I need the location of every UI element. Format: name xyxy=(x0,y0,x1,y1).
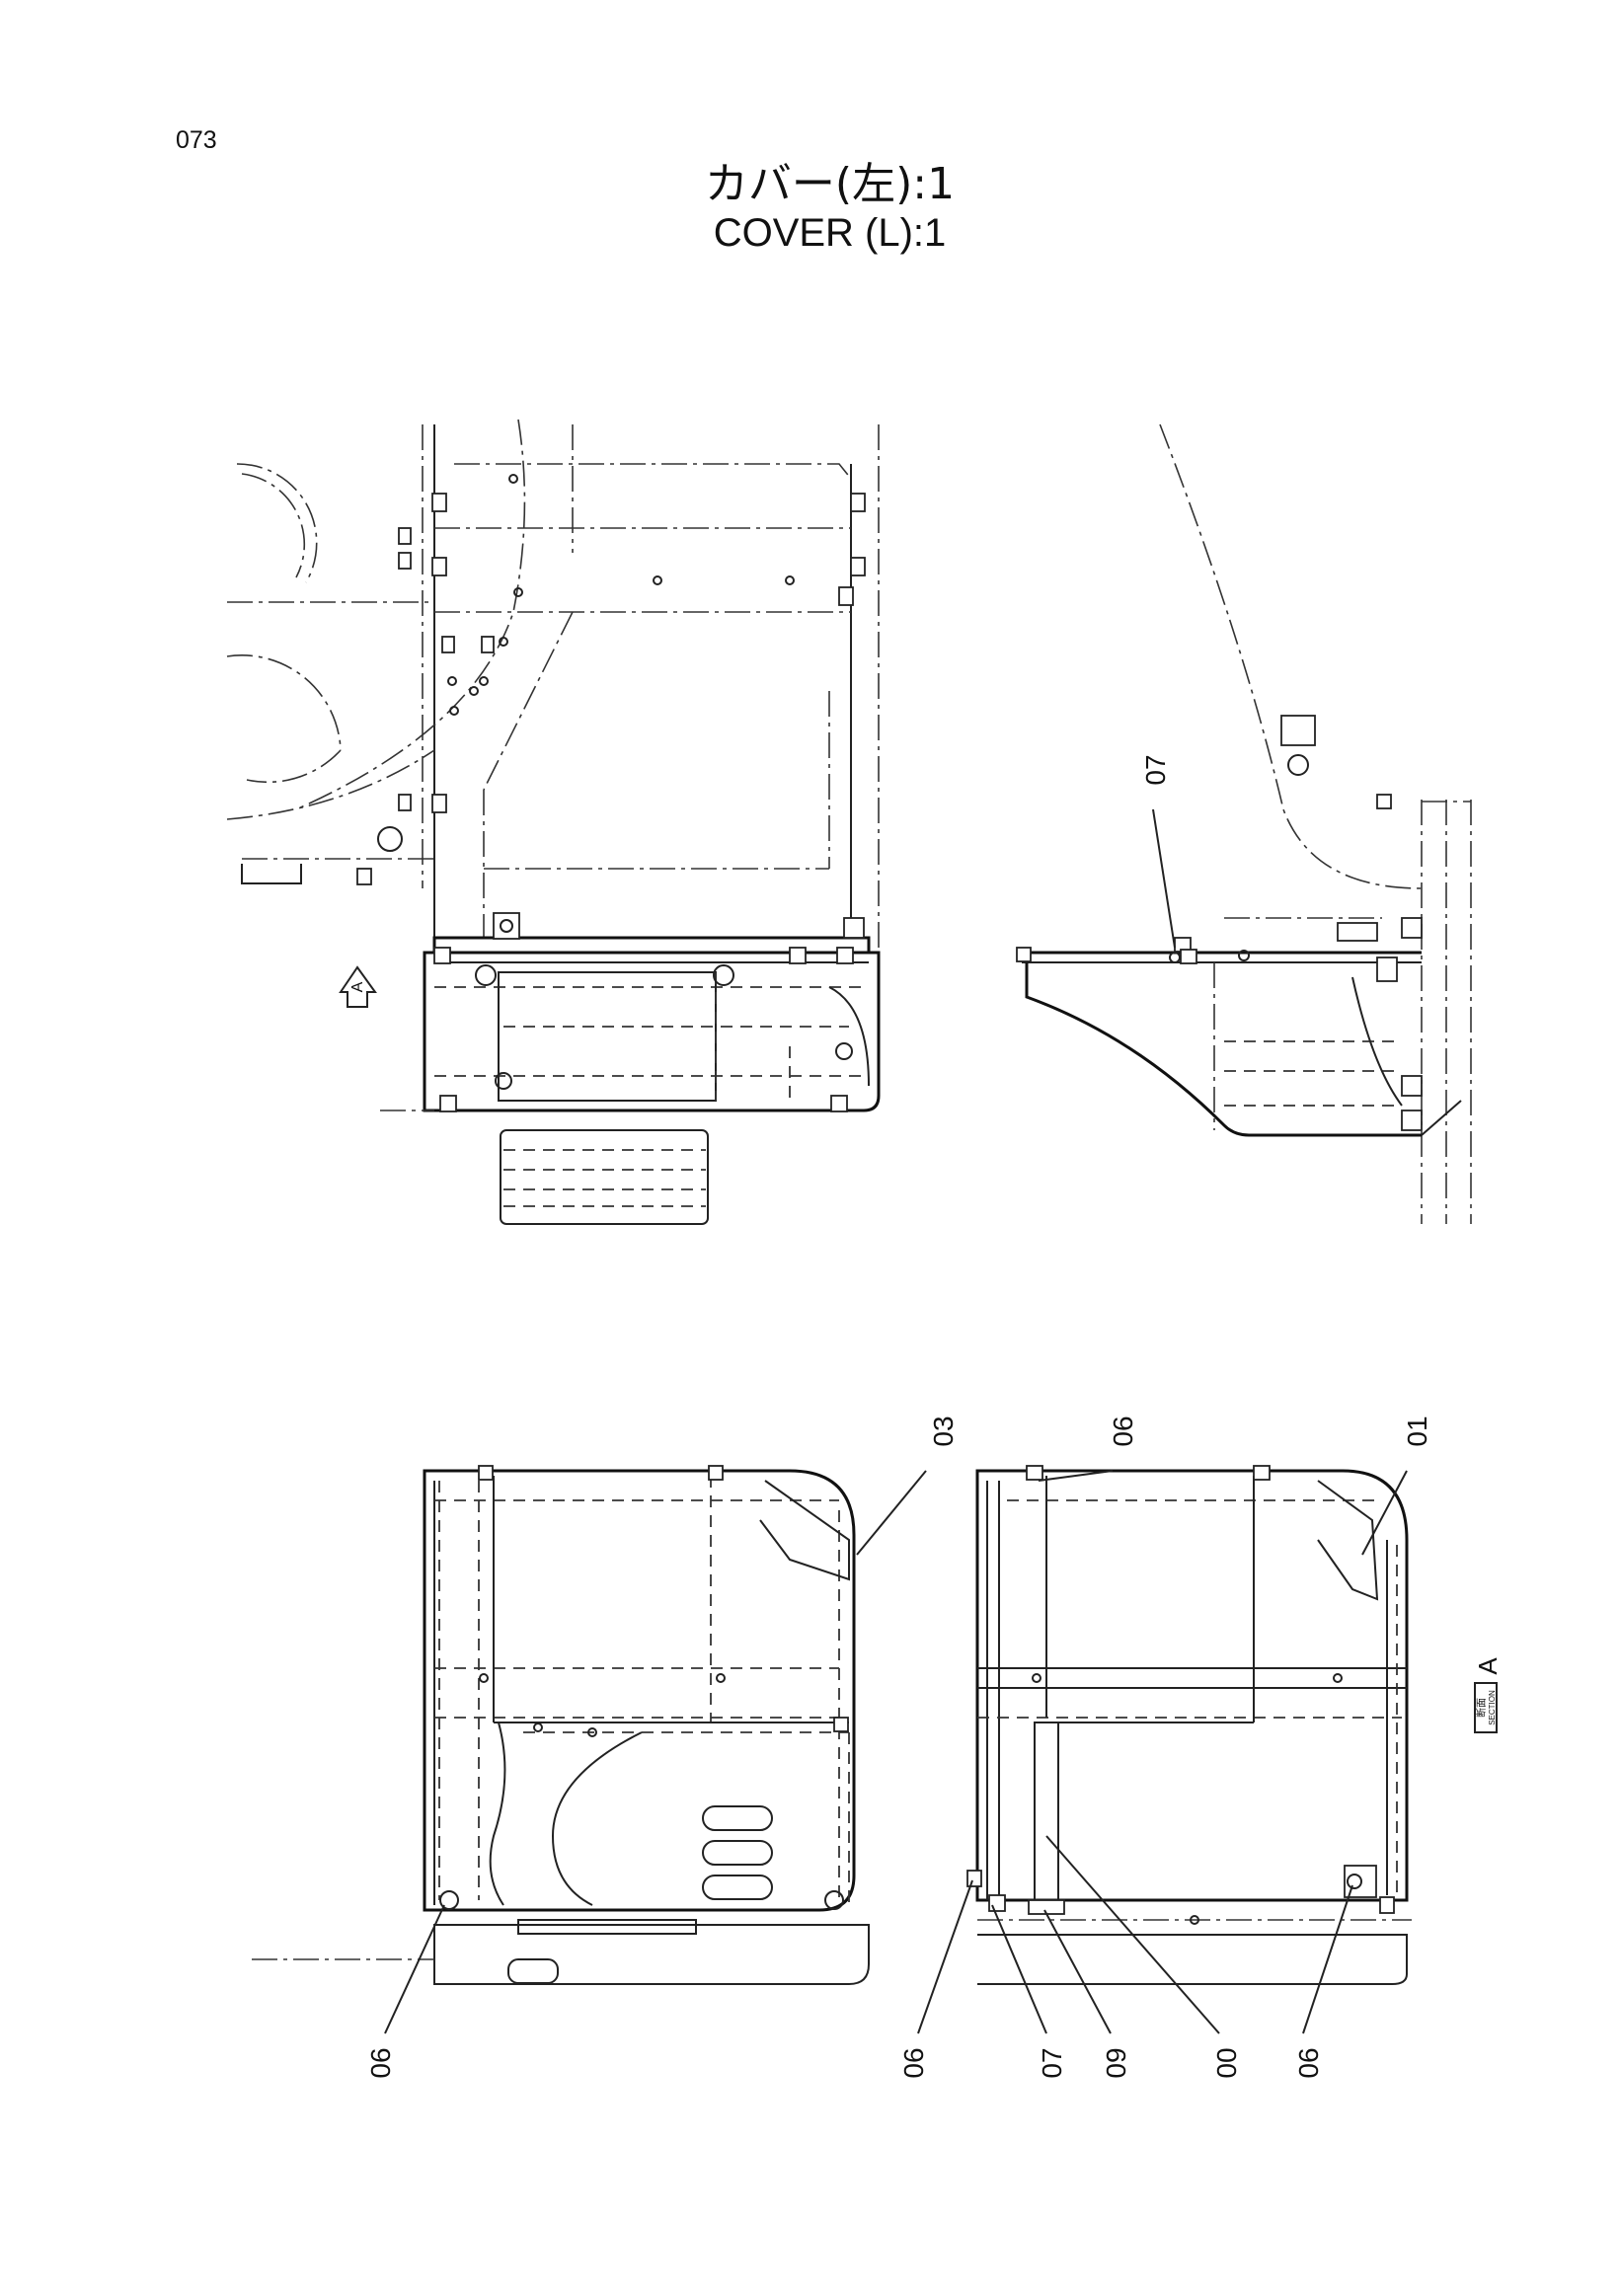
callout-lower-right-top-2: 01 xyxy=(1402,1416,1432,1446)
title-japanese: カバー(左):1 xyxy=(704,159,956,209)
upper-left-frame-view: A xyxy=(226,419,881,1225)
title-english: COVER (L):1 xyxy=(713,211,947,255)
callout-lower-left-top: 03 xyxy=(928,1416,959,1446)
callout-lower-right-bottom-3: 09 xyxy=(1101,2047,1131,2078)
section-label-english: SECTION xyxy=(1488,1690,1497,1725)
callout-lower-right-top-1: 06 xyxy=(1108,1416,1138,1446)
view-arrow-a: A xyxy=(339,965,377,1008)
lower-right-section-view: 06 01 06 07 09 00 06 xyxy=(898,1416,1432,2078)
upper-right-side-view: 07 xyxy=(1016,423,1472,1224)
section-label-japanese: 断面 xyxy=(1475,1698,1488,1718)
view-arrow-letter: A xyxy=(349,981,366,992)
page-number: 073 xyxy=(176,126,217,154)
callout-lower-left-bottom: 06 xyxy=(365,2047,396,2078)
lower-left-cover-view: 03 06 xyxy=(252,1416,959,2079)
callout-lower-right-bottom-5: 06 xyxy=(1293,2047,1324,2078)
callout-lower-right-bottom-1: 06 xyxy=(898,2047,929,2078)
callout-lower-right-bottom-4: 00 xyxy=(1211,2047,1242,2078)
section-a-label: 断面 SECTION A xyxy=(1473,1657,1503,1733)
callout-lower-right-bottom-2: 07 xyxy=(1037,2047,1067,2078)
section-label-letter: A xyxy=(1473,1657,1503,1675)
callout-upper-right: 07 xyxy=(1140,754,1171,785)
